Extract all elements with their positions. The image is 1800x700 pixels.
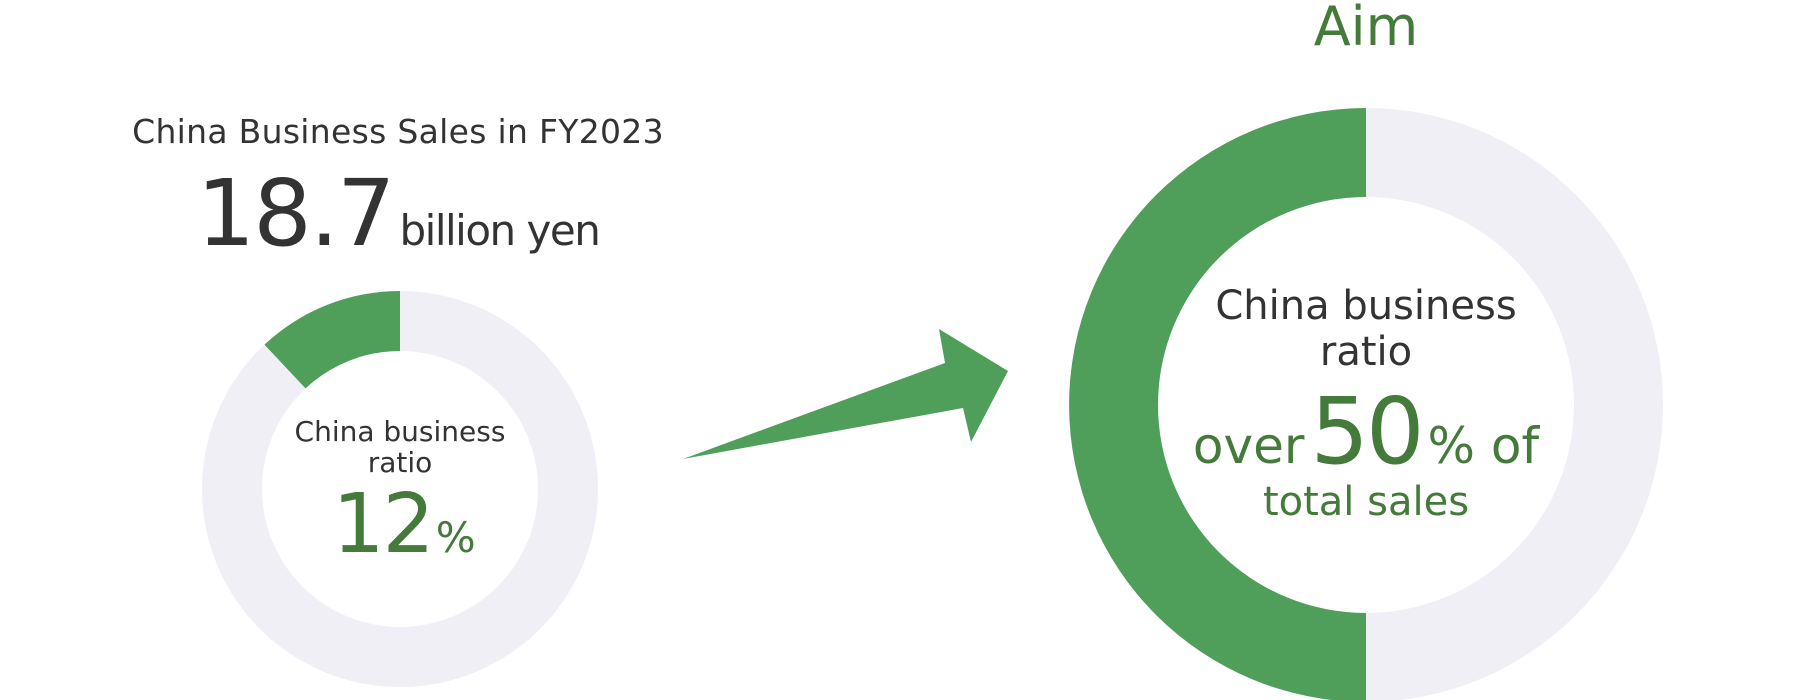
right-value-prefix: over [1192, 417, 1305, 475]
sales-value: 18.7 [196, 160, 396, 267]
left-donut-center-value: 12% [332, 484, 475, 566]
right-label-line2: ratio [1319, 329, 1413, 375]
right-donut-center-value-line2: total sales [1262, 479, 1470, 525]
aim-title: Aim [1313, 0, 1419, 58]
left-ratio-unit: % [435, 513, 476, 562]
donut-slice-china-business [264, 291, 400, 389]
left-donut-center-label: China business ratio [294, 415, 506, 479]
right-donut-center-value: over50% of [1193, 386, 1539, 478]
right-label-line1: China business [1215, 283, 1517, 329]
sales-unit: billion yen [399, 206, 601, 255]
growth-arrow-icon [683, 329, 1008, 459]
donut-track-ring [201, 290, 598, 688]
right-ratio-value: 50 [1310, 378, 1424, 485]
right-donut-chart [1069, 108, 1663, 700]
left-donut-chart [201, 290, 598, 688]
donut-slice-china-business [1069, 108, 1366, 700]
left-ratio-value: 12 [332, 477, 434, 572]
sales-caption: China Business Sales in FY2023 [132, 112, 664, 151]
right-value-suffix: % of [1427, 417, 1540, 475]
right-donut-center-label: China business ratio [1215, 283, 1516, 375]
